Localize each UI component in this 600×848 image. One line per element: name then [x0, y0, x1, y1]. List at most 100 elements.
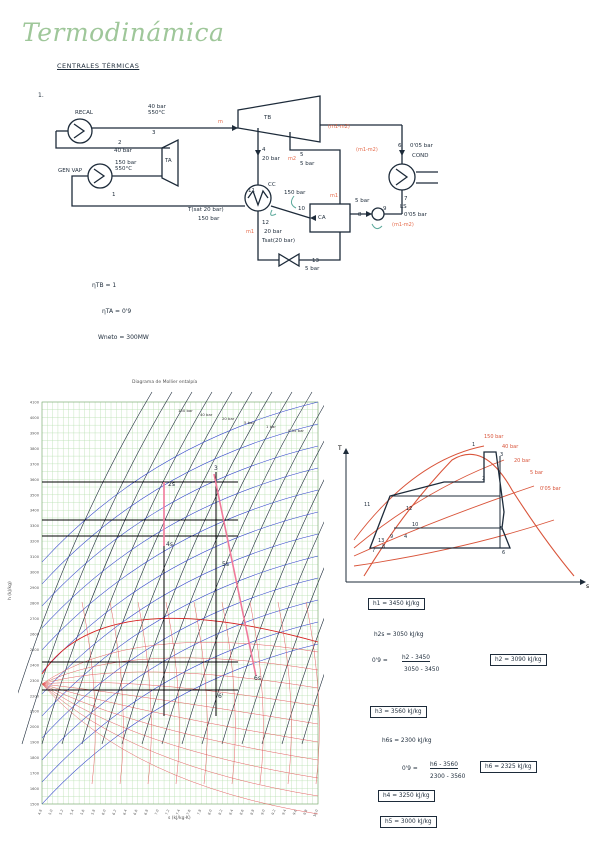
mollier-isotherm — [41, 489, 319, 651]
mollier-y-tick: 1700 — [30, 772, 40, 776]
eta2-den: 2300 - 3560 — [430, 774, 466, 780]
mollier-state-label: 4s — [166, 541, 173, 548]
mollier-pressure-label: 1 bar — [266, 424, 276, 429]
mollier-isotherm — [41, 643, 319, 805]
mollier-x-tick: 7.6 — [186, 809, 192, 815]
ts-isobar-label: 150 bar — [484, 434, 504, 440]
mollier-expansion-line — [213, 473, 257, 677]
mollier-y-tick: 2800 — [30, 602, 40, 606]
mass-flow-label-6: m1 — [246, 229, 254, 235]
ts-t-arrow — [343, 448, 349, 454]
mollier-y-tick: 2200 — [30, 694, 40, 698]
mollier-isobar — [101, 391, 253, 745]
mollier-quality-line — [41, 683, 319, 725]
mollier-isobar — [281, 617, 324, 745]
tb-label: TB — [264, 115, 272, 121]
mollier-y-tick: 2700 — [30, 617, 40, 621]
mollier-state-label: 6s — [254, 675, 261, 682]
state-1: 1 — [112, 192, 116, 198]
mass-flow-label-4: (m1-m2) — [392, 222, 414, 228]
ts-point-label: 1 — [472, 442, 475, 448]
eta-eq-left: 0'9 = — [372, 658, 388, 664]
genvap-label: GEN VAP — [58, 168, 83, 174]
state-11-temp: T(sat 20 bar) — [188, 207, 224, 213]
result-h1: h1 = 3450 kJ/kg — [368, 598, 425, 610]
page-title: Termodinámica — [22, 18, 225, 47]
mollier-quality-line — [277, 601, 292, 785]
mollier-isobar — [221, 479, 324, 745]
state-2: 2 — [118, 140, 122, 146]
recal-heater-shape — [67, 118, 93, 144]
mollier-isobar — [161, 391, 313, 745]
ts-point-label: 11 — [364, 502, 370, 508]
eta-tb: ηTB = 1 — [92, 282, 117, 289]
mollier-quality-line — [41, 671, 319, 689]
state-5-pressure: 5 bar — [300, 161, 315, 167]
mollier-x-tick: 8.0 — [207, 809, 213, 815]
genvap-heater-shape — [87, 163, 113, 189]
mollier-y-tick: 2900 — [30, 586, 40, 590]
mollier-x-tick: 7.2 — [165, 809, 171, 815]
result-h2s: h2s = 3050 kJ/kg — [374, 632, 424, 638]
state-12-temp: Tsat(20 bar) — [262, 238, 296, 244]
recal-label: RECAL — [75, 110, 93, 116]
mollier-x-tick: 7.4 — [175, 809, 181, 815]
cycle-schematic: m (m1-m2) (m1-m2) (m1-m2) m1 m1 m2 — [55, 95, 438, 268]
mollier-y-tick: 3300 — [30, 524, 40, 528]
mollier-x-tick: 5.4 — [69, 809, 75, 815]
cc-label: CC — [268, 182, 276, 188]
mollier-quality-line — [109, 601, 124, 785]
mollier-y-tick: 2100 — [30, 710, 40, 714]
mollier-quality-line — [41, 683, 319, 815]
state-6: 6 — [398, 143, 402, 149]
mollier-quality-line — [41, 683, 319, 743]
mollier-y-tick: 2500 — [30, 648, 40, 652]
mollier-state-label: 2s — [168, 481, 175, 488]
mollier-pressure-label: 150 bar — [178, 408, 193, 413]
mollier-quality-line — [193, 601, 208, 785]
mollier-quality-line — [41, 682, 319, 707]
ts-isobar-label: 0'05 bar — [540, 486, 562, 492]
mollier-quality-line — [41, 657, 319, 685]
mollier-quality-line — [81, 601, 96, 785]
mollier-y-tick: 3800 — [30, 447, 40, 451]
mollier-isobar — [201, 440, 324, 745]
mollier-y-tick: 2300 — [30, 679, 40, 683]
mollier-x-tick: 6.6 — [133, 809, 139, 815]
mollier-x-tick: 6.8 — [143, 809, 149, 815]
tb-turbine-shape — [237, 95, 321, 143]
state-13: 13 — [312, 258, 319, 264]
ts-point-label: 12 — [406, 506, 412, 512]
mollier-x-tick: 7.8 — [197, 809, 203, 815]
mollier-x-tick: 6.0 — [101, 809, 107, 815]
eta-eq-num: h2 - 3450 — [402, 655, 430, 662]
mollier-quality-line — [221, 601, 236, 785]
mollier-isotherm — [41, 511, 319, 673]
mollier-y-tick: 1500 — [30, 803, 40, 807]
result-h3: h3 = 3560 kJ/kg — [370, 706, 427, 718]
mollier-x-tick: 5.0 — [48, 809, 54, 815]
state-6-pressure: 0'05 bar — [410, 143, 433, 149]
mollier-y-tick: 3200 — [30, 540, 40, 544]
mollier-saturation-line — [41, 617, 319, 675]
mollier-y-label: h (kJ/kg) — [8, 581, 13, 600]
ts-point-label: 7 — [372, 548, 375, 554]
mollier-pressure-label: 0.05 bar — [288, 428, 304, 433]
valve-shape — [278, 252, 300, 268]
mollier-x-tick: 6.4 — [122, 809, 128, 815]
mollier-state-label: 6' — [218, 693, 224, 700]
ta-turbine-shape — [161, 138, 179, 188]
mollier-y-tick: 1800 — [30, 756, 40, 760]
mollier-y-tick: 4100 — [30, 401, 40, 405]
mollier-isobar — [121, 391, 273, 745]
mollier-quality-line — [41, 683, 319, 779]
ta-label: TA — [165, 158, 172, 164]
ts-point-label: 2 — [482, 476, 485, 482]
mollier-heading: Diagrama de Mollier entalpía — [132, 380, 198, 385]
mollier-quality-line — [137, 601, 152, 785]
mollier-x-tick: 7.0 — [154, 809, 160, 815]
ls-label: LS — [400, 204, 407, 210]
mollier-isobar — [241, 521, 324, 745]
